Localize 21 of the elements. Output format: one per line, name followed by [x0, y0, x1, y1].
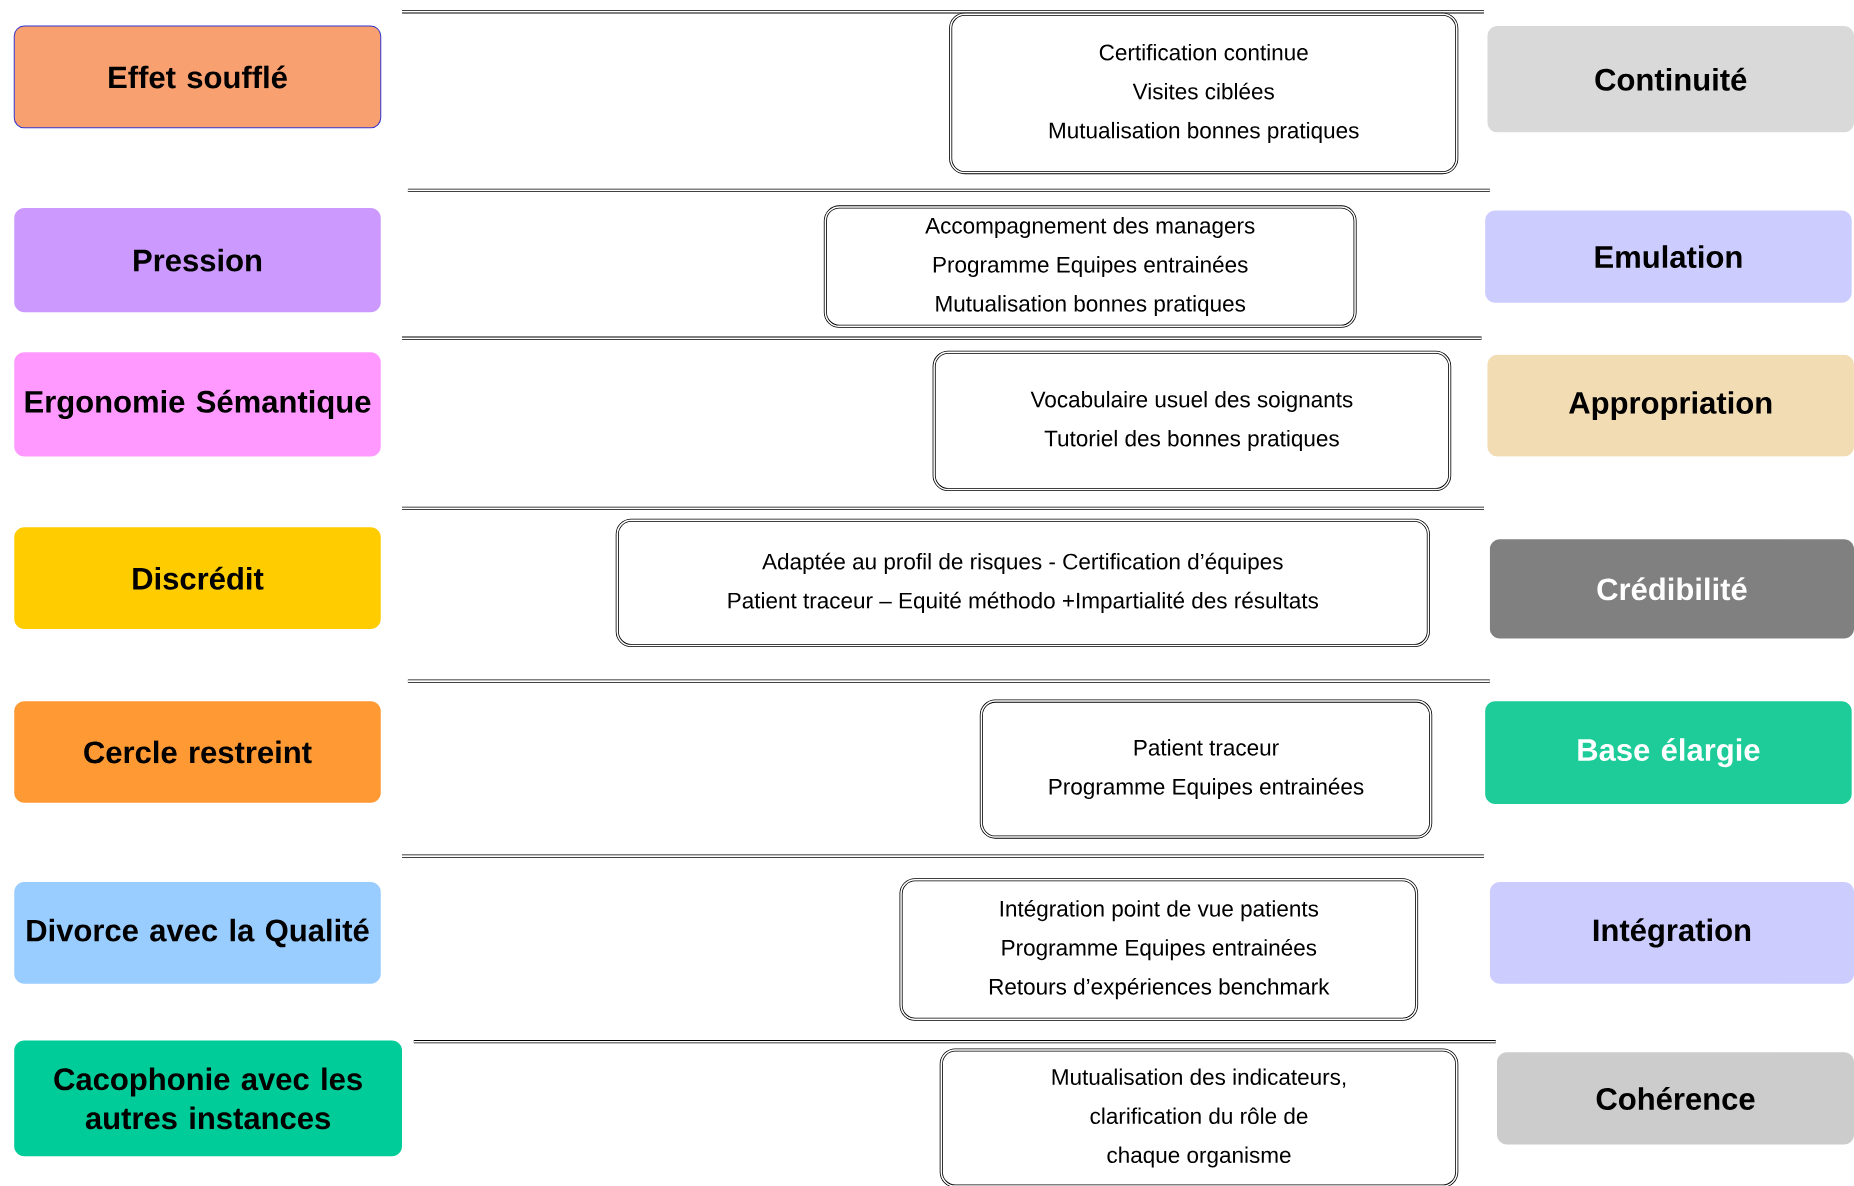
label-box: Intégration	[1489, 882, 1854, 984]
label-box: Appropriation	[1487, 354, 1854, 457]
measures-box: Patient traceur Programme Equipes entrainées	[979, 699, 1433, 839]
label-box: Effet soufflé	[13, 25, 382, 129]
label-box: Discrédit	[14, 527, 381, 630]
label-box: Cercle restreint	[14, 701, 381, 803]
measures-box: Intégration point de vue patients Programme Equipes entrainées Retours d’expériences benchmark	[899, 878, 1419, 1021]
measures-box: Accompagnement des managers Programme Equipes entrainées Mutualisation bonnes pratiques	[823, 205, 1357, 328]
measures-box: Vocabulaire usuel des soignants Tutoriel des bonnes pratiques	[932, 350, 1452, 492]
measures-box: Mutualisation des indicateurs, clarification du rôle de chaque organisme	[939, 1048, 1459, 1186]
label-box: Pression	[14, 208, 381, 313]
measures-box: Certification continue Visites ciblées Mutualisation bonnes pratiques	[949, 12, 1459, 175]
label-box: Cacophonie avec les autres instances	[14, 1040, 402, 1157]
measures-box: Adaptée au profil de risques - Certification d’équipes Patient traceur – Equité méthodo +Impartialité des résultats	[615, 518, 1430, 648]
label-box: Base élargie	[1485, 701, 1852, 805]
label-box: Emulation	[1485, 210, 1852, 303]
label-box: Continuité	[1487, 26, 1854, 133]
label-box: Divorce avec la Qualité	[14, 882, 381, 984]
label-box: Ergonomie Sémantique	[14, 352, 381, 457]
label-box: Cohérence	[1496, 1052, 1854, 1145]
label-box: Crédibilité	[1489, 539, 1854, 639]
